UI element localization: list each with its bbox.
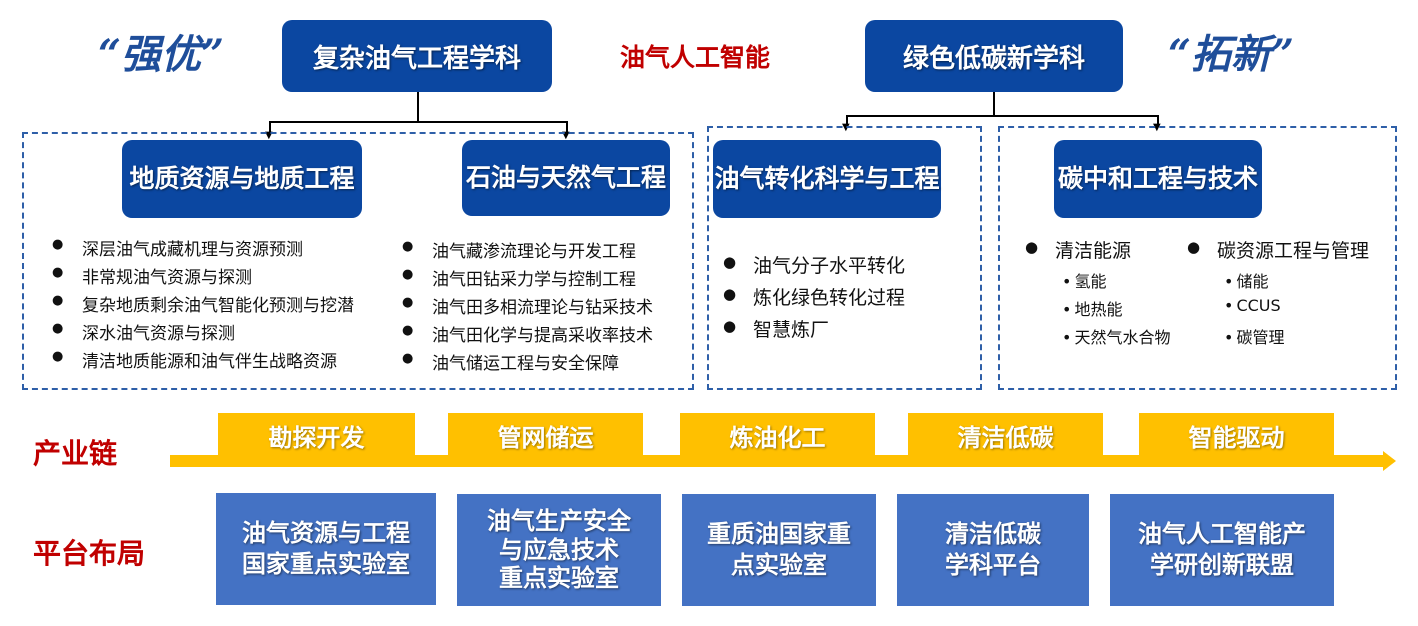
platform-ai-alliance: 油气人工智能产 学研创新联盟 [1110, 494, 1334, 606]
list-item: 深水油气资源与探测 [52, 319, 235, 344]
connector [566, 121, 568, 133]
list-item: 非常规油气资源与探测 [52, 263, 252, 288]
platform-label: 平台布局 [33, 537, 146, 570]
platform-heavy-oil-lab: 重质油国家重 点实验室 [682, 494, 876, 606]
sub-item: 地热能 [1062, 296, 1122, 320]
list-item: 油气储运工程与安全保障 [402, 349, 619, 374]
panel-complex-oil-gas [22, 132, 694, 390]
list-item: 油气田化学与提高采收率技术 [402, 321, 653, 346]
list-item: 清洁能源 [1025, 236, 1131, 263]
stage-refining: 炼油化工 [680, 413, 875, 457]
list-item: 油气藏渗流理论与开发工程 [402, 237, 636, 262]
arrow-right-icon [1383, 451, 1396, 471]
arrow-down-icon: ▼ [562, 130, 570, 141]
platform-national-lab: 油气资源与工程 国家重点实验室 [216, 493, 436, 605]
list-item: 油气田钻采力学与控制工程 [402, 265, 636, 290]
list-item: 油气分子水平转化 [723, 251, 905, 278]
sub-item: 天然气水合物 [1062, 324, 1170, 348]
connector [269, 121, 271, 133]
arrow-down-icon: ▼ [265, 130, 273, 141]
sub-item: CCUS [1224, 296, 1280, 315]
connector [846, 115, 1159, 117]
complex-oil-gas-discipline-box: 复杂油气工程学科 [282, 20, 552, 92]
connector [269, 121, 568, 123]
list-item: 智慧炼厂 [723, 315, 829, 342]
connector [417, 92, 419, 122]
stage-low-carbon: 清洁低碳 [908, 413, 1103, 457]
connector [1157, 115, 1159, 125]
carbon-neutral-box: 碳中和工程与技术 [1054, 140, 1262, 218]
slogan-expand: “拓新” [1168, 31, 1295, 78]
petroleum-box: 石油与天然气工程 [462, 140, 670, 216]
connector [846, 115, 848, 125]
stage-pipeline: 管网储运 [448, 413, 643, 457]
sub-item: 储能 [1224, 268, 1268, 292]
oil-gas-ai-label: 油气人工智能 [620, 43, 771, 72]
sub-item: 碳管理 [1224, 324, 1284, 348]
stage-intelligent: 智能驱动 [1139, 413, 1334, 457]
panel-conversion [707, 126, 982, 390]
stage-exploration: 勘探开发 [218, 413, 415, 457]
sub-item: 氢能 [1062, 268, 1106, 292]
conversion-box: 油气转化科学与工程 [713, 140, 941, 218]
green-low-carbon-discipline-box: 绿色低碳新学科 [865, 20, 1123, 92]
panel-carbon-neutral [998, 126, 1397, 390]
list-item: 清洁地质能源和油气伴生战略资源 [52, 347, 337, 372]
list-item: 碳资源工程与管理 [1187, 236, 1369, 263]
list-item: 油气田多相流理论与钻采技术 [402, 293, 653, 318]
industry-chain-arrow-bar [170, 455, 1385, 467]
list-item: 复杂地质剩余油气智能化预测与挖潜 [52, 291, 354, 316]
list-item: 深层油气成藏机理与资源预测 [52, 235, 303, 260]
platform-clean-low-carbon: 清洁低碳 学科平台 [897, 494, 1089, 606]
connector [993, 92, 995, 116]
geology-box: 地质资源与地质工程 [122, 140, 362, 218]
slogan-strengthen: “强优” [98, 31, 225, 78]
list-item: 炼化绿色转化过程 [723, 283, 905, 310]
platform-safety-lab: 油气生产安全 与应急技术 重点实验室 [457, 494, 661, 606]
industry-chain-label: 产业链 [33, 437, 118, 470]
